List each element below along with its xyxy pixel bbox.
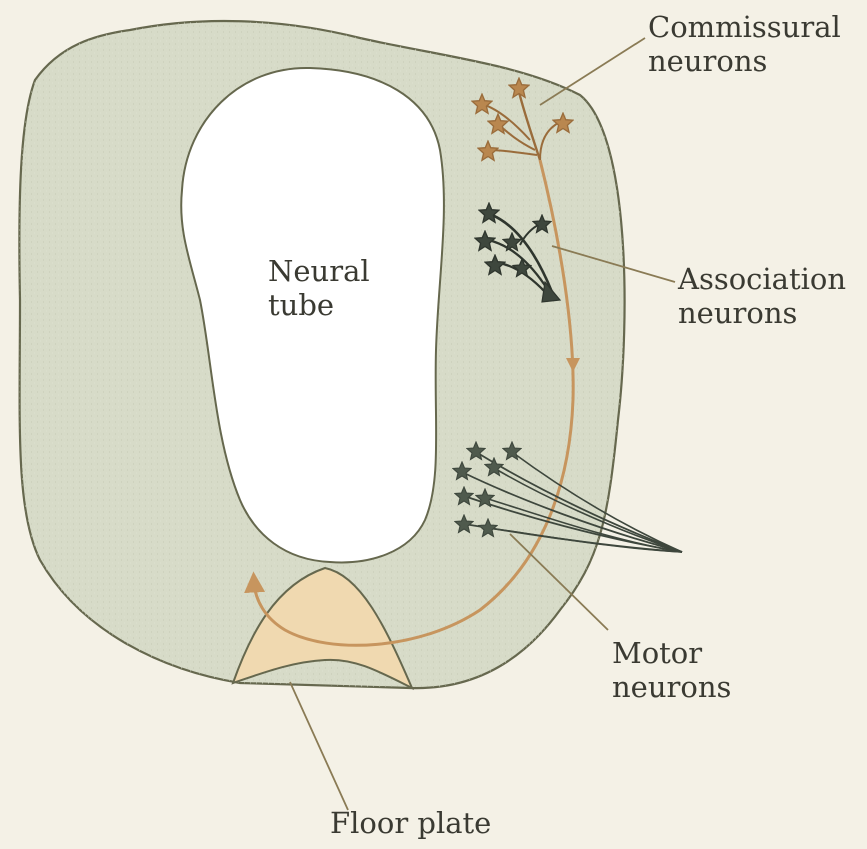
- motor-neurons-label: Motor neurons: [612, 636, 731, 704]
- neural-tube-label-line2: tube: [268, 288, 370, 322]
- floor-plate-label: Floor plate: [330, 806, 491, 840]
- commissural-leader-line: [540, 38, 645, 105]
- motor-label-line2: neurons: [612, 670, 731, 704]
- neural-tube-label-line1: Neural: [268, 254, 370, 288]
- commissural-label-line1: Commissural: [648, 10, 841, 44]
- commissural-label-line2: neurons: [648, 44, 841, 78]
- floor-plate-leader-line: [290, 682, 348, 810]
- association-neurons-label: Association neurons: [678, 262, 846, 330]
- association-label-line2: neurons: [678, 296, 846, 330]
- association-label-line1: Association: [678, 262, 846, 296]
- commissural-neurons-label: Commissural neurons: [648, 10, 841, 78]
- neural-tube-label: Neural tube: [268, 254, 370, 322]
- motor-label-line1: Motor: [612, 636, 731, 670]
